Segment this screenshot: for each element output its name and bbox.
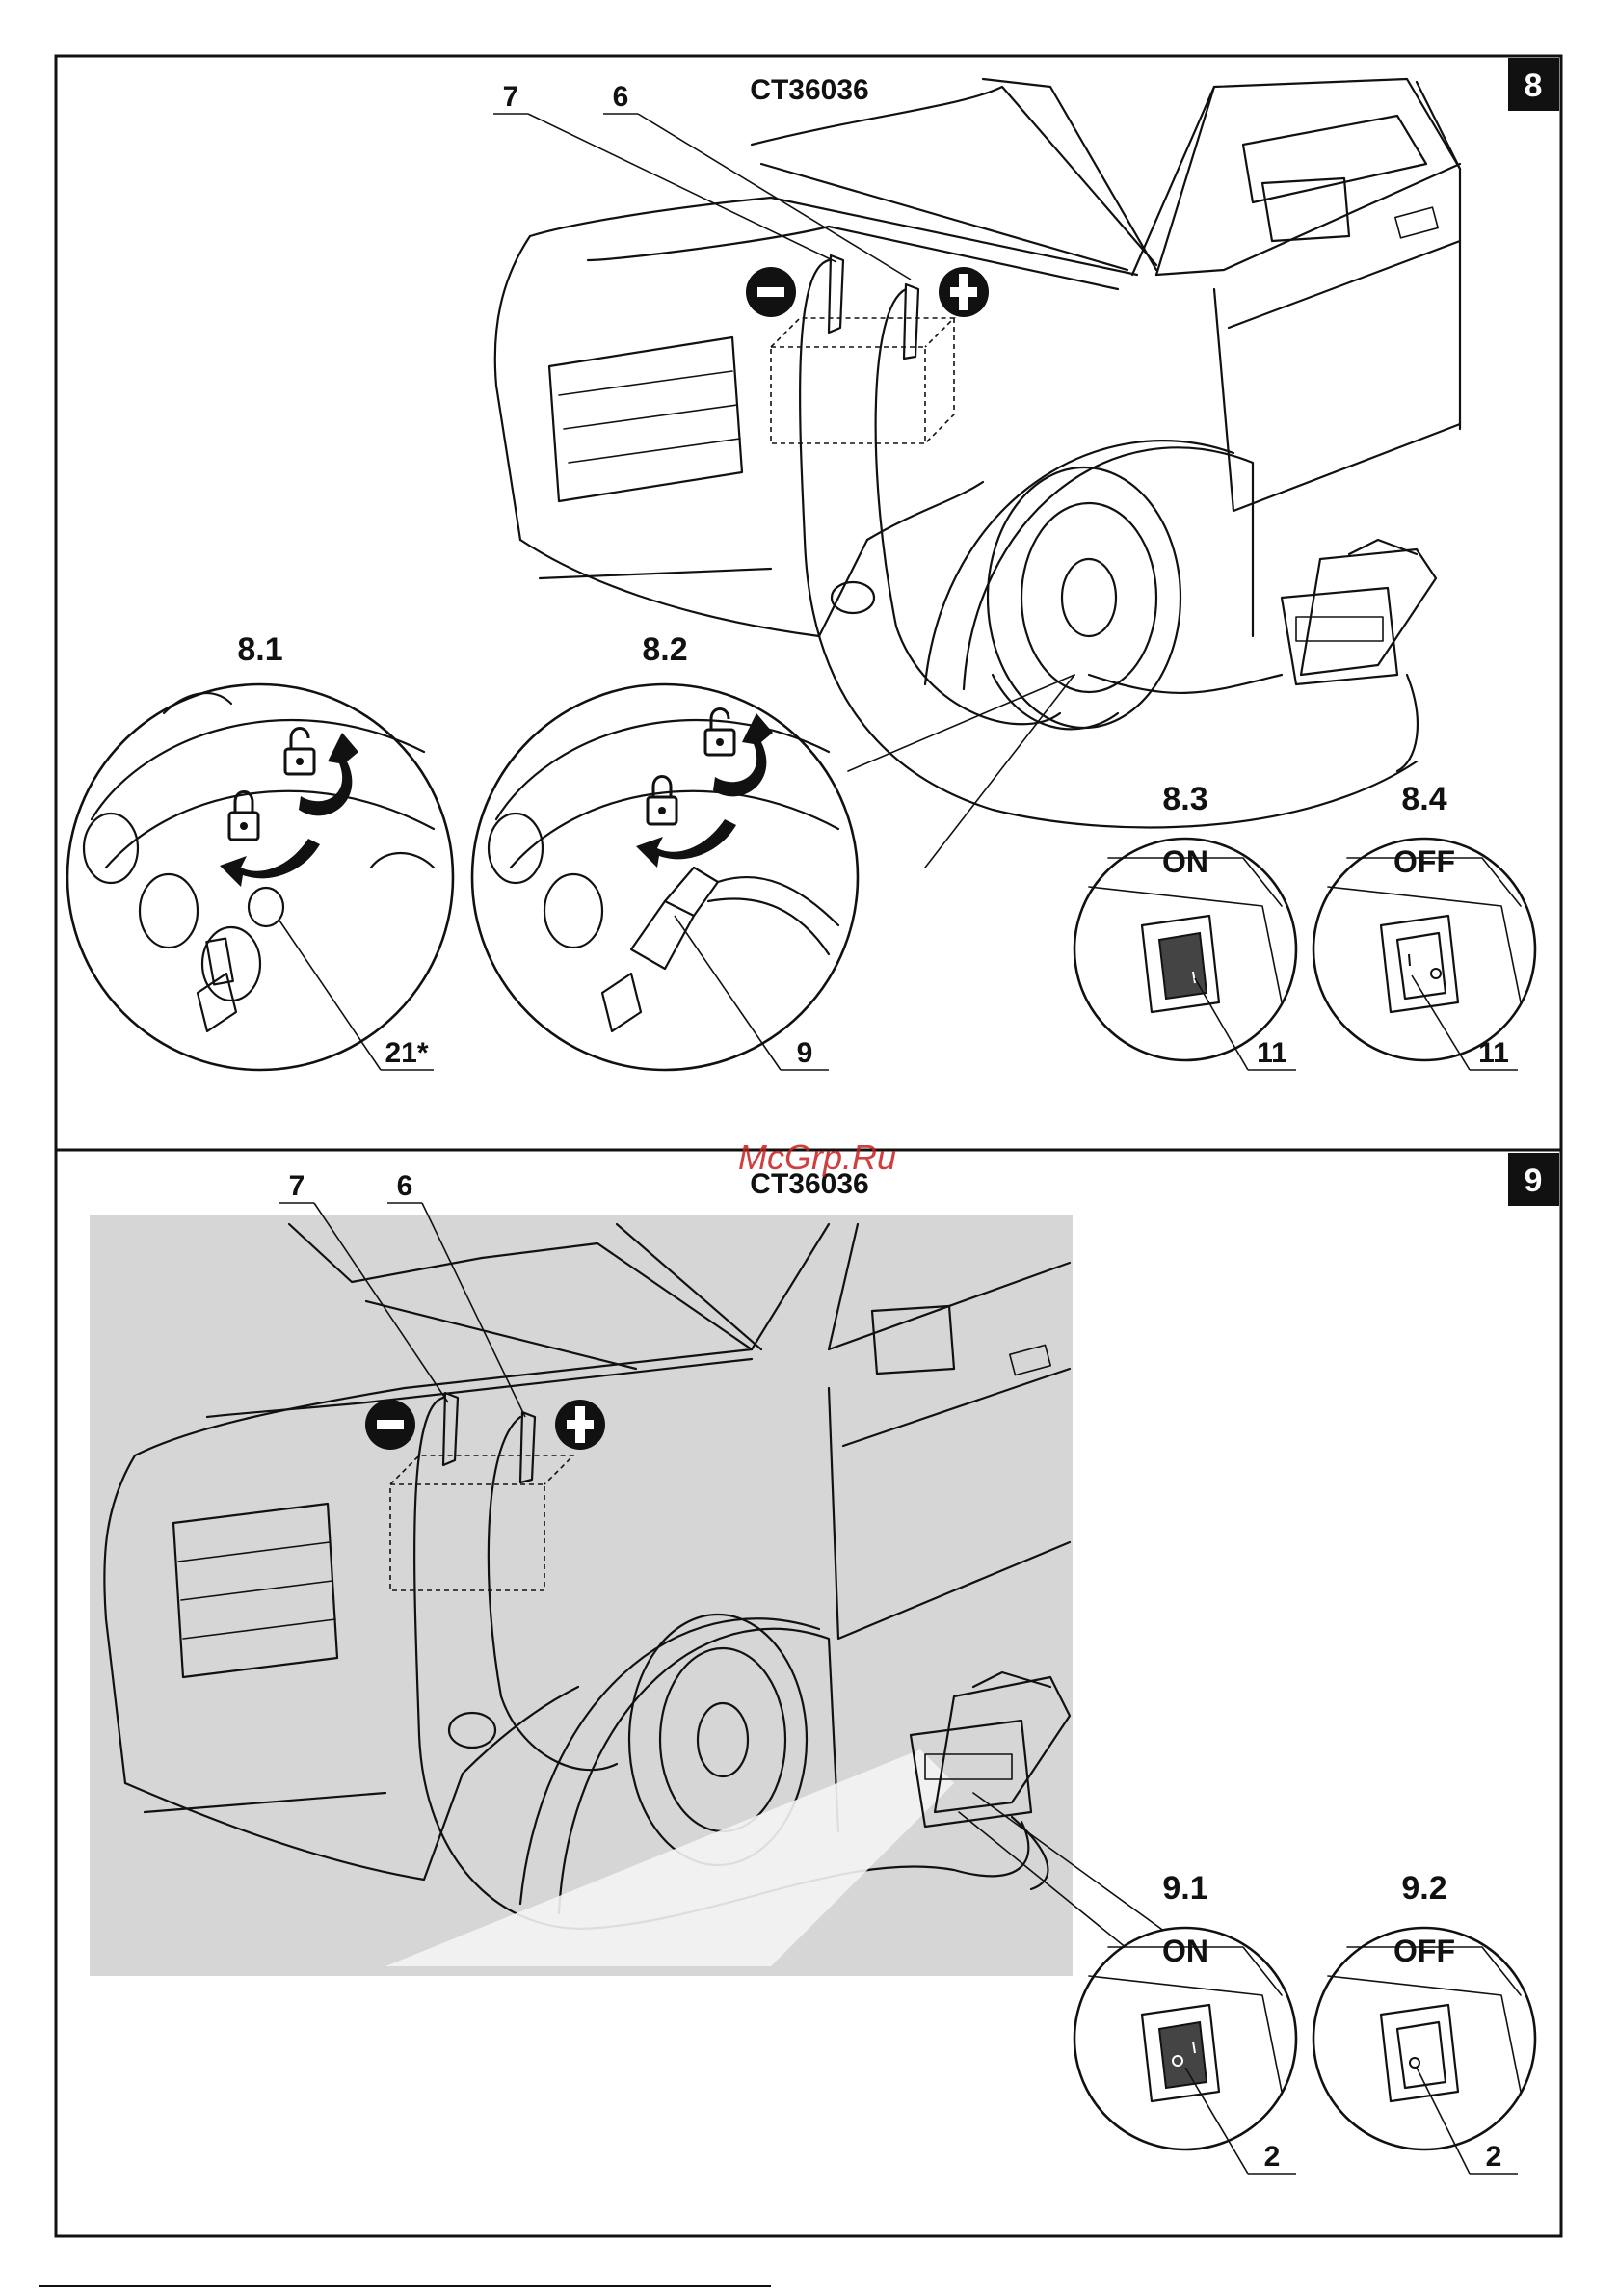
inset-8-3: 8.3 ON 11 bbox=[1074, 781, 1296, 1070]
vehicle-illustration bbox=[495, 79, 1460, 729]
illustration-panel bbox=[90, 1215, 1073, 1976]
switch-state: OFF bbox=[1393, 844, 1455, 879]
inset-9-1: 9.1 ON 2 bbox=[1074, 1870, 1296, 2174]
inset-8-1: 8.1 bbox=[67, 631, 453, 1070]
switch-state: OFF bbox=[1393, 1934, 1455, 1968]
inset-title: 8.3 bbox=[1162, 781, 1207, 817]
part-number: 21* bbox=[385, 1037, 428, 1069]
section-number: 9 bbox=[1525, 1162, 1543, 1199]
battery-terminals bbox=[746, 255, 1417, 827]
inset-8-4: 8.4 OFF 11 bbox=[1313, 781, 1535, 1070]
inset-title: 9.1 bbox=[1162, 1870, 1207, 1907]
part-number: 2 bbox=[1486, 2141, 1502, 2173]
inset-title: 8.4 bbox=[1401, 781, 1446, 817]
inset-title: 8.2 bbox=[642, 631, 687, 668]
section-number: 8 bbox=[1525, 67, 1543, 104]
part-number: 11 bbox=[1478, 1037, 1509, 1069]
inset-9-2: 9.2 OFF 2 bbox=[1313, 1870, 1535, 2174]
callout-positive-cable: 6 bbox=[397, 1170, 413, 1202]
callout-negative-cable: 7 bbox=[503, 81, 519, 113]
section-9: 9 CT36036 7 6 bbox=[90, 1153, 1559, 2174]
inset-title: 9.2 bbox=[1401, 1870, 1446, 1907]
diagram-code: CT36036 bbox=[750, 74, 868, 106]
switch-state: ON bbox=[1162, 844, 1208, 879]
section-8: 8 CT36036 7 6 bbox=[67, 58, 1559, 1070]
callout-positive-cable: 6 bbox=[613, 81, 629, 113]
switch-state: ON bbox=[1162, 1934, 1208, 1968]
air-compressor bbox=[1089, 540, 1436, 771]
callout-negative-cable: 7 bbox=[289, 1170, 305, 1202]
watermark: McGrp.Ru bbox=[738, 1137, 896, 1177]
inset-8-2: 8.2 bbox=[472, 631, 858, 1070]
part-number: 11 bbox=[1257, 1037, 1287, 1069]
part-number: 2 bbox=[1264, 2141, 1281, 2173]
part-number: 9 bbox=[797, 1037, 813, 1069]
inset-title: 8.1 bbox=[237, 631, 282, 668]
